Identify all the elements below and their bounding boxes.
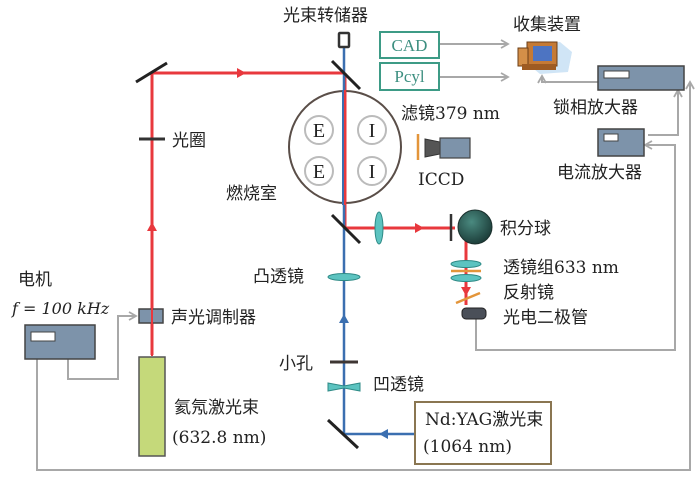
photodiode-label: 光电二极管 — [503, 308, 588, 328]
lockin-display — [603, 70, 630, 79]
signal-wires — [36, 39, 695, 471]
ndyag-wavelength: (1064 nm) — [423, 437, 512, 457]
cad-box — [379, 31, 440, 59]
iccd-camera-icon — [424, 137, 471, 159]
ao-modulator-label: 声光调制器 — [171, 308, 256, 328]
lens-group-1 — [450, 260, 482, 268]
pinhole-label: 小孔 — [279, 354, 313, 374]
wire-lockin-to-collector — [537, 74, 598, 84]
motor-unit — [24, 324, 96, 360]
blue-arrow-up — [339, 314, 349, 323]
motor-display — [30, 331, 56, 342]
wire-motor-to-lockin — [36, 80, 695, 471]
aperture-label: 光圈 — [172, 131, 206, 151]
chamber-label: 燃烧室 — [226, 184, 277, 204]
mirror-bottom-center — [326, 418, 360, 450]
integrating-sphere-label: 积分球 — [500, 219, 551, 239]
mirror-top-left — [135, 61, 168, 84]
lens-group-2 — [450, 274, 482, 282]
red-arrow-right-mid — [415, 223, 424, 233]
beam-dump-icon — [337, 31, 351, 49]
red-beam-arrows — [147, 68, 471, 296]
wire-current-to-lockin — [648, 88, 683, 136]
reflector-icon — [455, 291, 481, 305]
integrating-sphere — [457, 209, 493, 245]
red-arrow-up — [147, 222, 157, 231]
hene-laser-label: 氦氖激光束 — [174, 398, 259, 418]
current-amplifier — [597, 128, 645, 157]
current-amplifier-label: 电流放大器 — [557, 163, 642, 183]
filter-label: 滤镜379 nm — [401, 104, 500, 124]
computer-icon — [517, 41, 572, 74]
mirror-mid-center — [330, 213, 362, 245]
motor-label: 电机 — [18, 270, 52, 290]
zone-i-top: I — [369, 120, 376, 142]
mirror-top-center — [330, 59, 362, 91]
hene-wavelength: (632.8 nm) — [172, 428, 266, 448]
reflector-label: 反射镜 — [503, 283, 554, 303]
motor-frequency: f = 100 kHz — [11, 299, 110, 318]
photodiode-icon — [461, 307, 487, 320]
chamber-zones: E E I I — [304, 115, 387, 186]
lens-red-branch — [374, 211, 384, 245]
zone-e-bottom: E — [313, 161, 325, 183]
concave-lens-label: 凹透镜 — [373, 375, 424, 395]
lens-group-label: 透镜组633 nm — [503, 258, 619, 278]
mirrors — [135, 59, 362, 450]
zone-i-bottom: I — [369, 161, 376, 183]
hene-laser — [138, 356, 166, 457]
blue-beam-arrows — [339, 314, 388, 439]
wire-photodiode-to-current — [475, 140, 676, 351]
convex-lens — [327, 273, 361, 281]
pcyl-label: Pcyl — [394, 67, 425, 86]
current-amp-display — [603, 133, 619, 142]
ndyag-laser-label: Nd:YAG激光束 — [425, 410, 543, 430]
blue-arrow-left — [379, 429, 388, 439]
collector-label: 收集装置 — [513, 15, 581, 35]
red-arrow-right-top — [237, 68, 246, 78]
red-arrow-down — [461, 287, 471, 296]
cad-label: CAD — [392, 36, 428, 55]
zone-e-top: E — [313, 120, 325, 142]
pcyl-box — [379, 62, 440, 91]
ndyag-laser-box — [414, 401, 552, 465]
convex-lens-label: 凸透镜 — [253, 267, 304, 287]
iccd-label: ICCD — [418, 170, 464, 190]
beam-dump-label: 光束转储器 — [283, 6, 368, 26]
lockin-amplifier-label: 锁相放大器 — [553, 98, 638, 118]
concave-lens — [327, 382, 361, 392]
wire-motor-to-modulator — [67, 311, 138, 380]
